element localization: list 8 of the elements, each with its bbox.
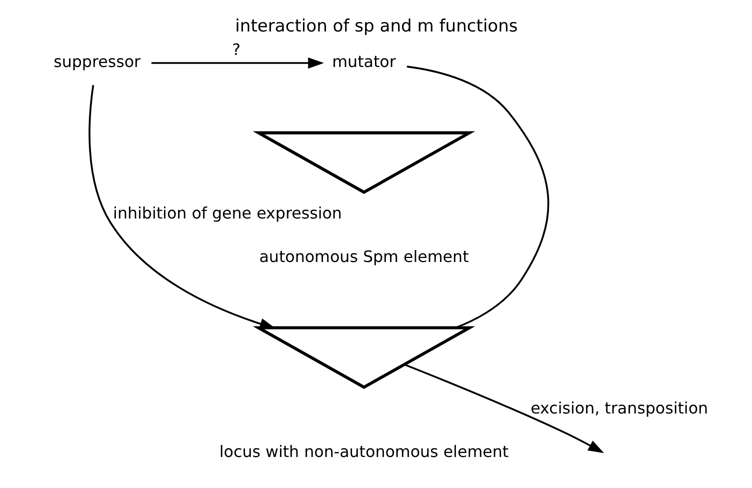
- node-text: mutator: [332, 52, 396, 72]
- node-text: suppressor: [53, 52, 140, 72]
- node-label: locus with non-autonomous element: [218, 442, 508, 462]
- edge-label: ?: [232, 40, 240, 59]
- edge-label: inhibition of gene expression: [112, 203, 342, 222]
- diagram-title: interaction of sp and m functions: [234, 16, 518, 37]
- edge-label: excision, transposition: [530, 398, 708, 418]
- node-label: autonomous Spm element: [258, 247, 468, 266]
